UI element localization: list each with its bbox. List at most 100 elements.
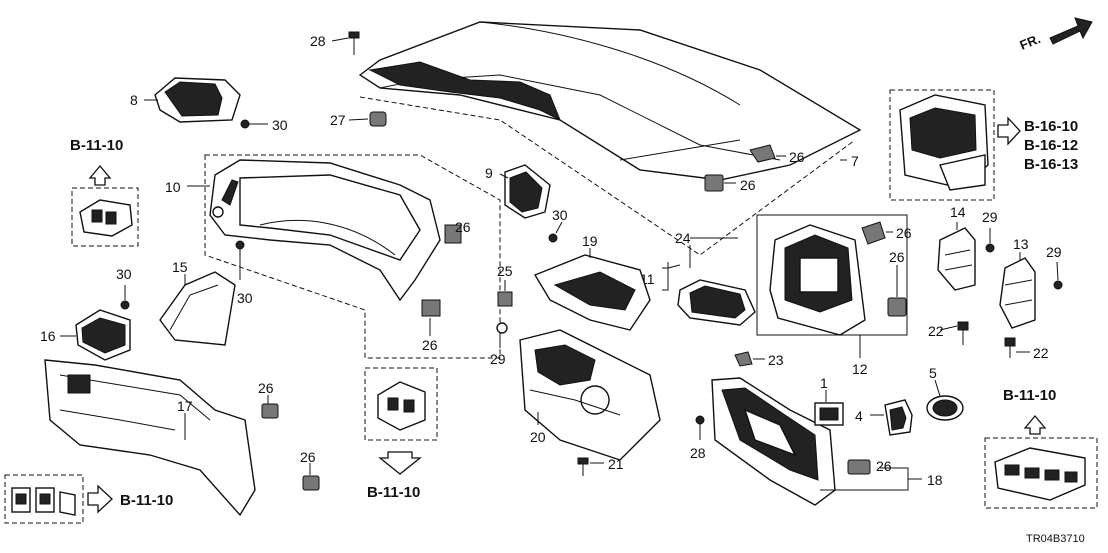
- part-15-pocket: 15: [159, 259, 236, 346]
- callout-13: 13: [1013, 236, 1029, 252]
- callout-14: 14: [950, 204, 966, 220]
- callout-15: 15: [172, 259, 188, 275]
- part-28-screw-top: 28: [310, 31, 360, 55]
- switch-left-bottom: [11, 487, 76, 516]
- callout-16: 16: [40, 328, 56, 344]
- ref-center-bottom: B-11-10: [367, 484, 420, 501]
- ref-right-top-3: B-16-13: [1024, 156, 1078, 173]
- part-26-clip-e: 26: [861, 221, 912, 245]
- part-30-screw-b: 30: [548, 207, 568, 243]
- part-17-lower-cover: 17: [44, 359, 256, 517]
- part-13-bracket: 13: [999, 236, 1036, 329]
- ref-right-top-2: B-16-12: [1024, 137, 1078, 154]
- switch-right-bottom: [994, 447, 1086, 501]
- switch-left-top: [79, 199, 133, 237]
- callout-8: 8: [130, 92, 138, 108]
- callout-18: 18: [927, 472, 943, 488]
- ref-right-bottom: B-11-10: [1003, 387, 1056, 404]
- part-26-clip-a: 26: [749, 144, 805, 165]
- switch-box-center: [364, 367, 438, 441]
- part-26-clip-c: 26: [421, 299, 441, 353]
- callout-26-a: 26: [789, 149, 805, 165]
- callout-30-c: 30: [237, 290, 253, 306]
- switch-box-right: [984, 437, 1098, 509]
- callout-26-e: 26: [896, 225, 912, 241]
- up-arrow-left: [88, 164, 112, 186]
- part-30-screw-d: 30: [116, 266, 132, 310]
- callout-28-top: 28: [310, 33, 326, 49]
- part-8-vent: 8: [130, 77, 241, 123]
- callout-23: 23: [768, 352, 784, 368]
- part-29-screw-c: 29: [490, 322, 508, 367]
- part-21-screw: 21: [577, 456, 624, 476]
- part-26-clip-f: 26: [887, 249, 907, 317]
- callout-21: 21: [608, 456, 624, 472]
- ref-left-bottom: B-11-10: [120, 492, 173, 509]
- callout-9: 9: [485, 165, 493, 181]
- callout-26-b: 26: [455, 219, 471, 235]
- audio-panel-unit: [899, 94, 989, 191]
- part-14-bracket: 14: [937, 204, 976, 291]
- callout-19: 19: [582, 233, 598, 249]
- front-direction-arrow: FR.: [1018, 17, 1093, 53]
- callout-26-h: 26: [300, 449, 316, 465]
- part-26-clip-i: 26: [847, 458, 892, 475]
- part-18-glove-box: [711, 377, 836, 506]
- switch-box-left-bottom: [4, 474, 84, 524]
- part-12-boundary: [756, 214, 908, 336]
- part-10-meter-visor: [209, 159, 441, 302]
- part-26-clip-h: 26: [300, 449, 320, 491]
- part-11-vent: [677, 279, 756, 326]
- callout-29-a: 29: [982, 209, 998, 225]
- callout-24: 24: [675, 230, 691, 246]
- part-9-vent: 9: [485, 164, 551, 219]
- part-16-bezel: 16: [40, 309, 131, 361]
- part-1-switch: 1: [814, 375, 844, 426]
- ref-right-top-1: B-16-10: [1024, 118, 1078, 135]
- front-label: FR.: [1018, 31, 1043, 53]
- part-7-dashboard-upper: [358, 21, 862, 181]
- part-5-socket: 5: [926, 365, 964, 421]
- callout-29-b: 29: [1046, 244, 1062, 260]
- down-arrow-center: [378, 451, 422, 475]
- switch-center-bottom: [377, 381, 426, 431]
- callout-28-bottom: 28: [690, 445, 706, 461]
- callout-10: 10: [165, 179, 181, 195]
- callout-22-a: 22: [928, 323, 944, 339]
- callout-27: 27: [330, 112, 346, 128]
- part-28-screw-bottom: 28: [690, 415, 706, 461]
- part-26-clip-b: 26: [444, 219, 471, 244]
- part-10-boundary: [204, 154, 501, 359]
- part-30-screw-a: 30: [240, 117, 288, 133]
- right-arrow-left-bottom: [87, 484, 113, 514]
- callout-30-d: 30: [116, 266, 132, 282]
- switch-box-left: [71, 187, 139, 247]
- callout-4: 4: [855, 408, 863, 424]
- part-19-steering-cover: 19: [533, 233, 651, 331]
- callout-30-a: 30: [272, 117, 288, 133]
- callout-12: 12: [852, 361, 868, 377]
- callout-26-g: 26: [258, 380, 274, 396]
- callout-25: 25: [497, 263, 513, 279]
- callout-1: 1: [820, 375, 828, 391]
- part-22-screw-b: 22: [1004, 337, 1049, 361]
- callout-26-d: 26: [740, 177, 756, 193]
- part-30-screw-c: 30: [235, 240, 253, 306]
- part-26-clip-d: 26: [704, 174, 756, 193]
- callout-20: 20: [530, 429, 546, 445]
- callout-5: 5: [929, 365, 937, 381]
- callout-26-i: 26: [876, 458, 892, 474]
- callout-26-f: 26: [889, 249, 905, 265]
- part-23-clip: 23: [734, 351, 784, 368]
- part-20-column-cover: 20: [519, 329, 661, 461]
- callout-26-c: 26: [422, 337, 438, 353]
- callout-29-c: 29: [490, 351, 506, 367]
- part-29-screw-a: 29: [982, 209, 998, 253]
- ref-left-top: B-11-10: [70, 137, 123, 154]
- part-4-socket: 4: [855, 399, 913, 436]
- part-25-clip: 25: [497, 263, 513, 307]
- part-27-clip: 27: [330, 111, 387, 128]
- part-12-center-panel: [769, 224, 866, 336]
- right-arrow-audio: [997, 116, 1021, 146]
